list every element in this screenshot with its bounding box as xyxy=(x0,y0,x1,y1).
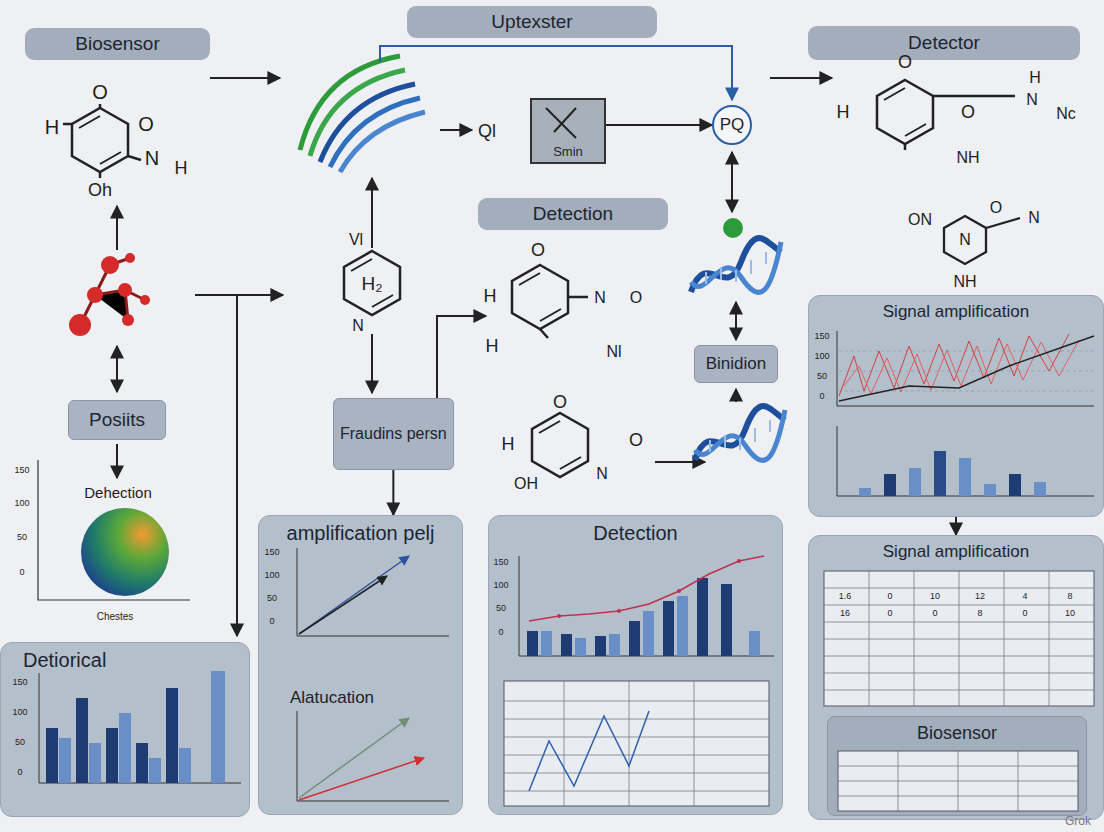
node-label: Binidion xyxy=(706,354,767,374)
title-pill: Detector xyxy=(808,26,1080,60)
node-label: Biosensor xyxy=(75,33,160,55)
process-box: Fraudins persn xyxy=(333,398,454,470)
atom-label: H xyxy=(484,287,497,305)
atom-label: ON xyxy=(908,212,932,228)
section-pill: Detection xyxy=(478,198,668,230)
chart-panel: amplification pelj xyxy=(258,515,463,815)
chart-panel: Detection xyxy=(488,515,783,815)
atom-label: Ql xyxy=(478,122,496,140)
node-label: Signal amplification xyxy=(883,542,1029,562)
node-label: Detection xyxy=(593,522,678,545)
node-label: Detection xyxy=(533,203,613,225)
atom-label: O xyxy=(138,114,154,134)
atom-label: NH xyxy=(953,274,976,290)
node-label: Uptexster xyxy=(491,11,572,33)
table-panel: Signal amplification Biosensor xyxy=(808,535,1104,820)
atom-label: H xyxy=(175,159,188,177)
atom-label: H xyxy=(486,337,499,355)
node-label: Detiorical xyxy=(23,649,106,672)
atom-label: Nc xyxy=(1056,106,1076,122)
process-square: Smin xyxy=(530,98,606,164)
atom-label: H₂ xyxy=(361,274,382,293)
node-label: Signal amplification xyxy=(883,302,1029,322)
chart-panel: Detiorical xyxy=(0,642,250,817)
line-chart xyxy=(259,516,464,816)
atom-label: O xyxy=(531,241,545,259)
node-label: amplification pelj xyxy=(287,522,435,545)
atom-label: O xyxy=(990,200,1002,216)
process-circle: PQ xyxy=(712,105,752,145)
connector-arrow xyxy=(606,124,712,126)
atom-label: NH xyxy=(956,150,979,166)
node-label: Smin xyxy=(553,145,583,160)
node-label: Posiits xyxy=(89,409,145,431)
atom-label: O xyxy=(92,82,108,102)
atom-label: N xyxy=(959,232,971,248)
atom-label: O xyxy=(629,431,643,449)
atom-label: N xyxy=(594,290,606,306)
atom-label: H xyxy=(45,117,59,137)
atom-label: Nl xyxy=(606,344,621,360)
atom-label: N xyxy=(1026,92,1038,108)
axis-tick: 0 xyxy=(19,568,24,577)
atom-label: N xyxy=(352,318,364,334)
connector-arrow xyxy=(392,470,394,515)
bar-chart xyxy=(489,516,784,816)
line-bar-chart xyxy=(809,296,1104,518)
axis-tick: 100 xyxy=(14,499,29,508)
node-label: Detector xyxy=(908,32,980,54)
atom-label: H xyxy=(837,103,850,121)
atom-label: H xyxy=(1029,70,1041,86)
node-label: PQ xyxy=(720,115,745,135)
atom-label: H xyxy=(502,435,515,453)
label-box: Binidion xyxy=(694,345,778,383)
axis-tick: 50 xyxy=(17,533,27,542)
atom-label: N xyxy=(596,466,608,482)
atom-label: N xyxy=(145,148,159,168)
title-pill: Uptexster xyxy=(407,6,657,38)
label-box: Posiits xyxy=(68,400,166,440)
atom-label: O xyxy=(630,290,642,306)
node-label: Biosensor xyxy=(917,723,997,744)
node-label: Fraudins persn xyxy=(340,425,447,443)
atom-label: Oh xyxy=(88,181,112,199)
table-box: Biosensor xyxy=(827,716,1087,816)
atom-label: O xyxy=(961,103,975,121)
atom-label: OH xyxy=(514,476,538,492)
connector-arrow xyxy=(955,517,957,535)
atom-label: N xyxy=(1028,210,1040,226)
axis-tick: Chestes xyxy=(97,612,134,622)
atom-label: O xyxy=(553,393,567,411)
chart-label: Dehection xyxy=(84,485,152,500)
chart-panel: Signal amplification xyxy=(808,295,1104,517)
title-pill: Biosensor xyxy=(25,28,210,60)
atom-label: Vl xyxy=(349,232,363,248)
axis-tick: 150 xyxy=(14,466,29,475)
